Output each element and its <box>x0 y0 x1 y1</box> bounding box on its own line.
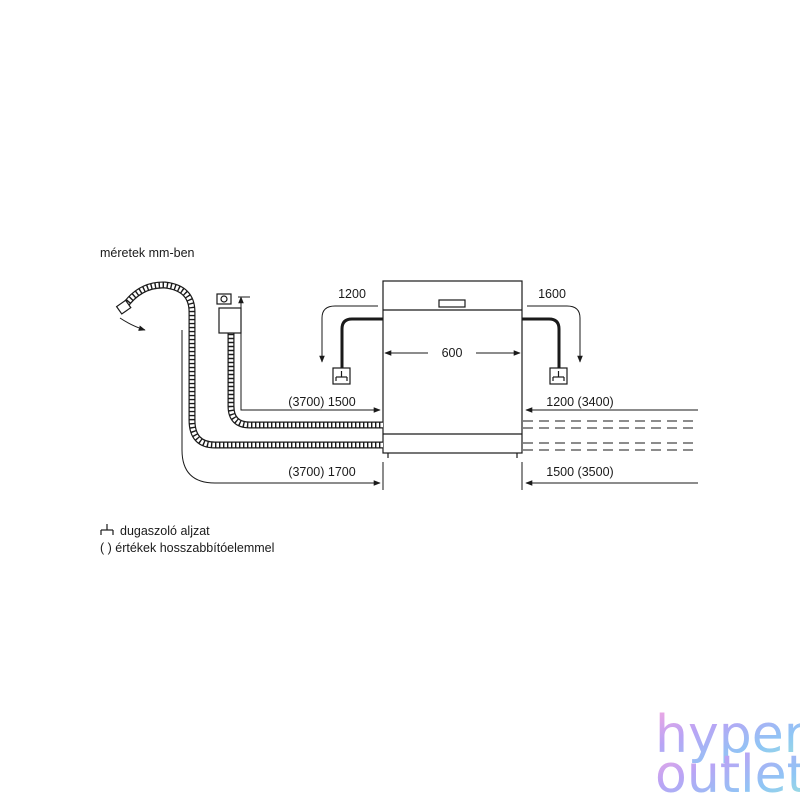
socket-icon <box>100 524 114 535</box>
left-hoses <box>121 281 383 449</box>
socket-icon <box>332 367 351 385</box>
width-dimension: 600 <box>384 346 521 360</box>
left-lower-dimension: (3700) 1700 <box>181 330 384 490</box>
left-cord-length: 1200 <box>338 287 366 301</box>
right-upper-dimension: 1200 (3400) <box>521 395 698 420</box>
socket-icon <box>549 367 568 385</box>
aquastop-height-marker <box>238 296 250 404</box>
right-cord-length: 1600 <box>538 287 566 301</box>
right-lower-dimension: 1500 (3500) <box>521 462 698 490</box>
left-upper-dimension: (3700) 1500 <box>240 395 384 420</box>
width-label: 600 <box>442 346 463 360</box>
logo-line2: outlet <box>655 745 800 800</box>
aquastop-box <box>216 293 242 334</box>
hyper-outlet-logo: hyper outlet <box>655 705 800 800</box>
legend: dugaszoló aljzat ( ) értékek hosszabbító… <box>100 524 274 555</box>
legend-bracket-text: ( ) értékek hosszabbítóelemmel <box>100 541 274 555</box>
right-upper-hose-length: 1200 (3400) <box>546 395 613 409</box>
logo-line1: hyper <box>655 705 800 765</box>
left-power-cord: 1200 <box>319 287 383 368</box>
control-panel-display <box>438 299 466 308</box>
left-lower-hose-length: (3700) 1700 <box>288 465 355 479</box>
right-power-cord: 1600 <box>522 287 583 368</box>
dishwasher-outline <box>382 280 523 458</box>
legend-socket-text: dugaszoló aljzat <box>120 524 210 538</box>
tap-leader-arrow <box>119 317 146 331</box>
left-upper-hose-length: (3700) 1500 <box>288 395 355 409</box>
right-lower-hose-length: 1500 (3500) <box>546 465 613 479</box>
right-hose-extension <box>523 420 698 451</box>
units-note: méretek mm-ben <box>100 246 195 260</box>
hose-connector-icon <box>115 299 132 315</box>
